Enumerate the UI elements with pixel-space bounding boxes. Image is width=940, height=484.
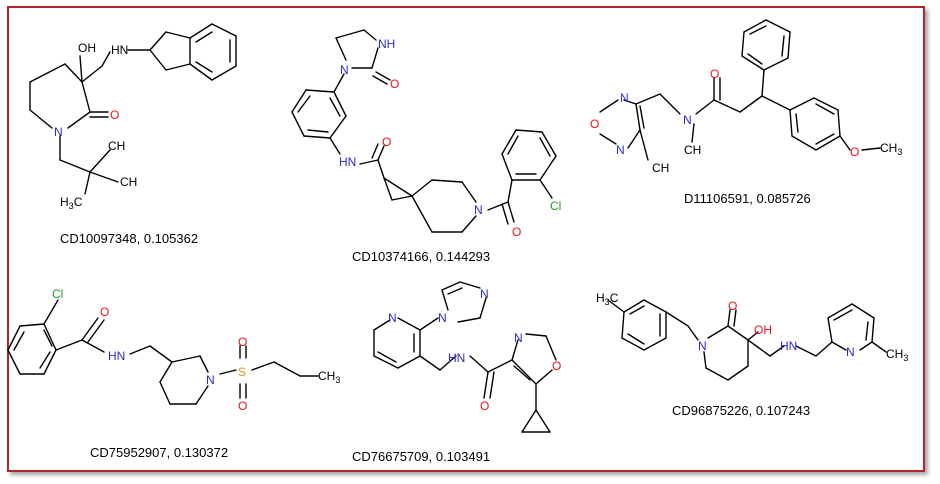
label-hn: HN	[780, 339, 797, 353]
label-o-bottom: O	[238, 399, 247, 413]
label-n-imid2: N	[480, 287, 489, 301]
label-o-imid: O	[390, 77, 399, 91]
label-n-lactam: N	[698, 339, 707, 353]
label-nh: NH	[378, 37, 395, 51]
label-o-amide: O	[480, 399, 489, 413]
label-o-carbonyl: O	[710, 67, 719, 81]
label-hn: HN	[339, 155, 356, 169]
caption-2: CD10374166, 0.144293	[352, 249, 490, 264]
label-ch3-n: CH	[684, 143, 701, 157]
label-o-top: O	[238, 335, 247, 349]
label-n-oxazole: N	[514, 331, 523, 345]
label-o-methoxy: O	[850, 145, 859, 159]
label-n1: N	[620, 91, 629, 105]
label-o-amide: O	[382, 135, 391, 149]
label-n-pip: N	[474, 203, 483, 217]
label-h3c: H3C	[596, 291, 619, 307]
label-ch3-right: CH	[120, 175, 137, 189]
label-n: N	[206, 373, 215, 387]
label-o-ring: O	[590, 117, 599, 131]
caption-1: CD10097348, 0.105362	[60, 231, 198, 246]
label-ch3-ring: CH	[652, 161, 669, 175]
label-n-imid1: N	[438, 311, 447, 325]
label-o: O	[110, 108, 119, 122]
label-h3c: H3C	[60, 195, 83, 211]
molecule-1: OH HN O N CH CH H3C CD10097348, 0.105362	[29, 23, 237, 246]
label-o-ketone: O	[512, 225, 521, 239]
caption-6: CD96875226, 0.107243	[672, 403, 810, 418]
label-o-oxazole: O	[552, 359, 561, 373]
label-hn: HN	[448, 351, 465, 365]
molecule-3: N O N CH N CH O O CH3 D11106591, 0.08572…	[590, 19, 902, 206]
label-cl: Cl	[52, 287, 63, 301]
label-hn: HN	[111, 43, 128, 57]
label-s: S	[238, 365, 246, 379]
results-frame	[7, 6, 925, 472]
label-ch3-methoxy: CH3	[880, 141, 902, 157]
label-n-pyridine: N	[388, 311, 397, 325]
label-hn: HN	[108, 349, 125, 363]
label-oh: OH	[754, 323, 772, 337]
caption-3: D11106591, 0.085726	[684, 191, 811, 206]
label-n: N	[54, 125, 63, 139]
molecule-6: H3C N O OH HN N CH3 CD96875226, 0.107243	[596, 291, 908, 418]
label-n-imid: N	[340, 63, 349, 77]
label-ch3: CH3	[318, 369, 340, 385]
label-ch3: CH3	[886, 347, 908, 363]
label-o: O	[728, 299, 737, 313]
molecule-2: NH N O O HN N Cl O CD10374166, 0.144293	[291, 29, 561, 264]
molecule-4: Cl O HN N S O O CH3 CD75952907, 0.130372	[7, 287, 340, 460]
label-n2: N	[616, 143, 625, 157]
caption-5: CD76675709, 0.103491	[352, 449, 490, 464]
molecule-5: N N N HN N O O CD76675709, 0.103491	[352, 281, 561, 464]
label-n-pyridine: N	[846, 345, 855, 359]
label-o-amide: O	[100, 305, 109, 319]
caption-4: CD75952907, 0.130372	[90, 445, 228, 460]
label-cl: Cl	[550, 199, 561, 213]
label-ch3-top: CH	[108, 139, 125, 153]
label-n-amide: N	[683, 113, 692, 127]
label-oh: OH	[78, 41, 96, 55]
